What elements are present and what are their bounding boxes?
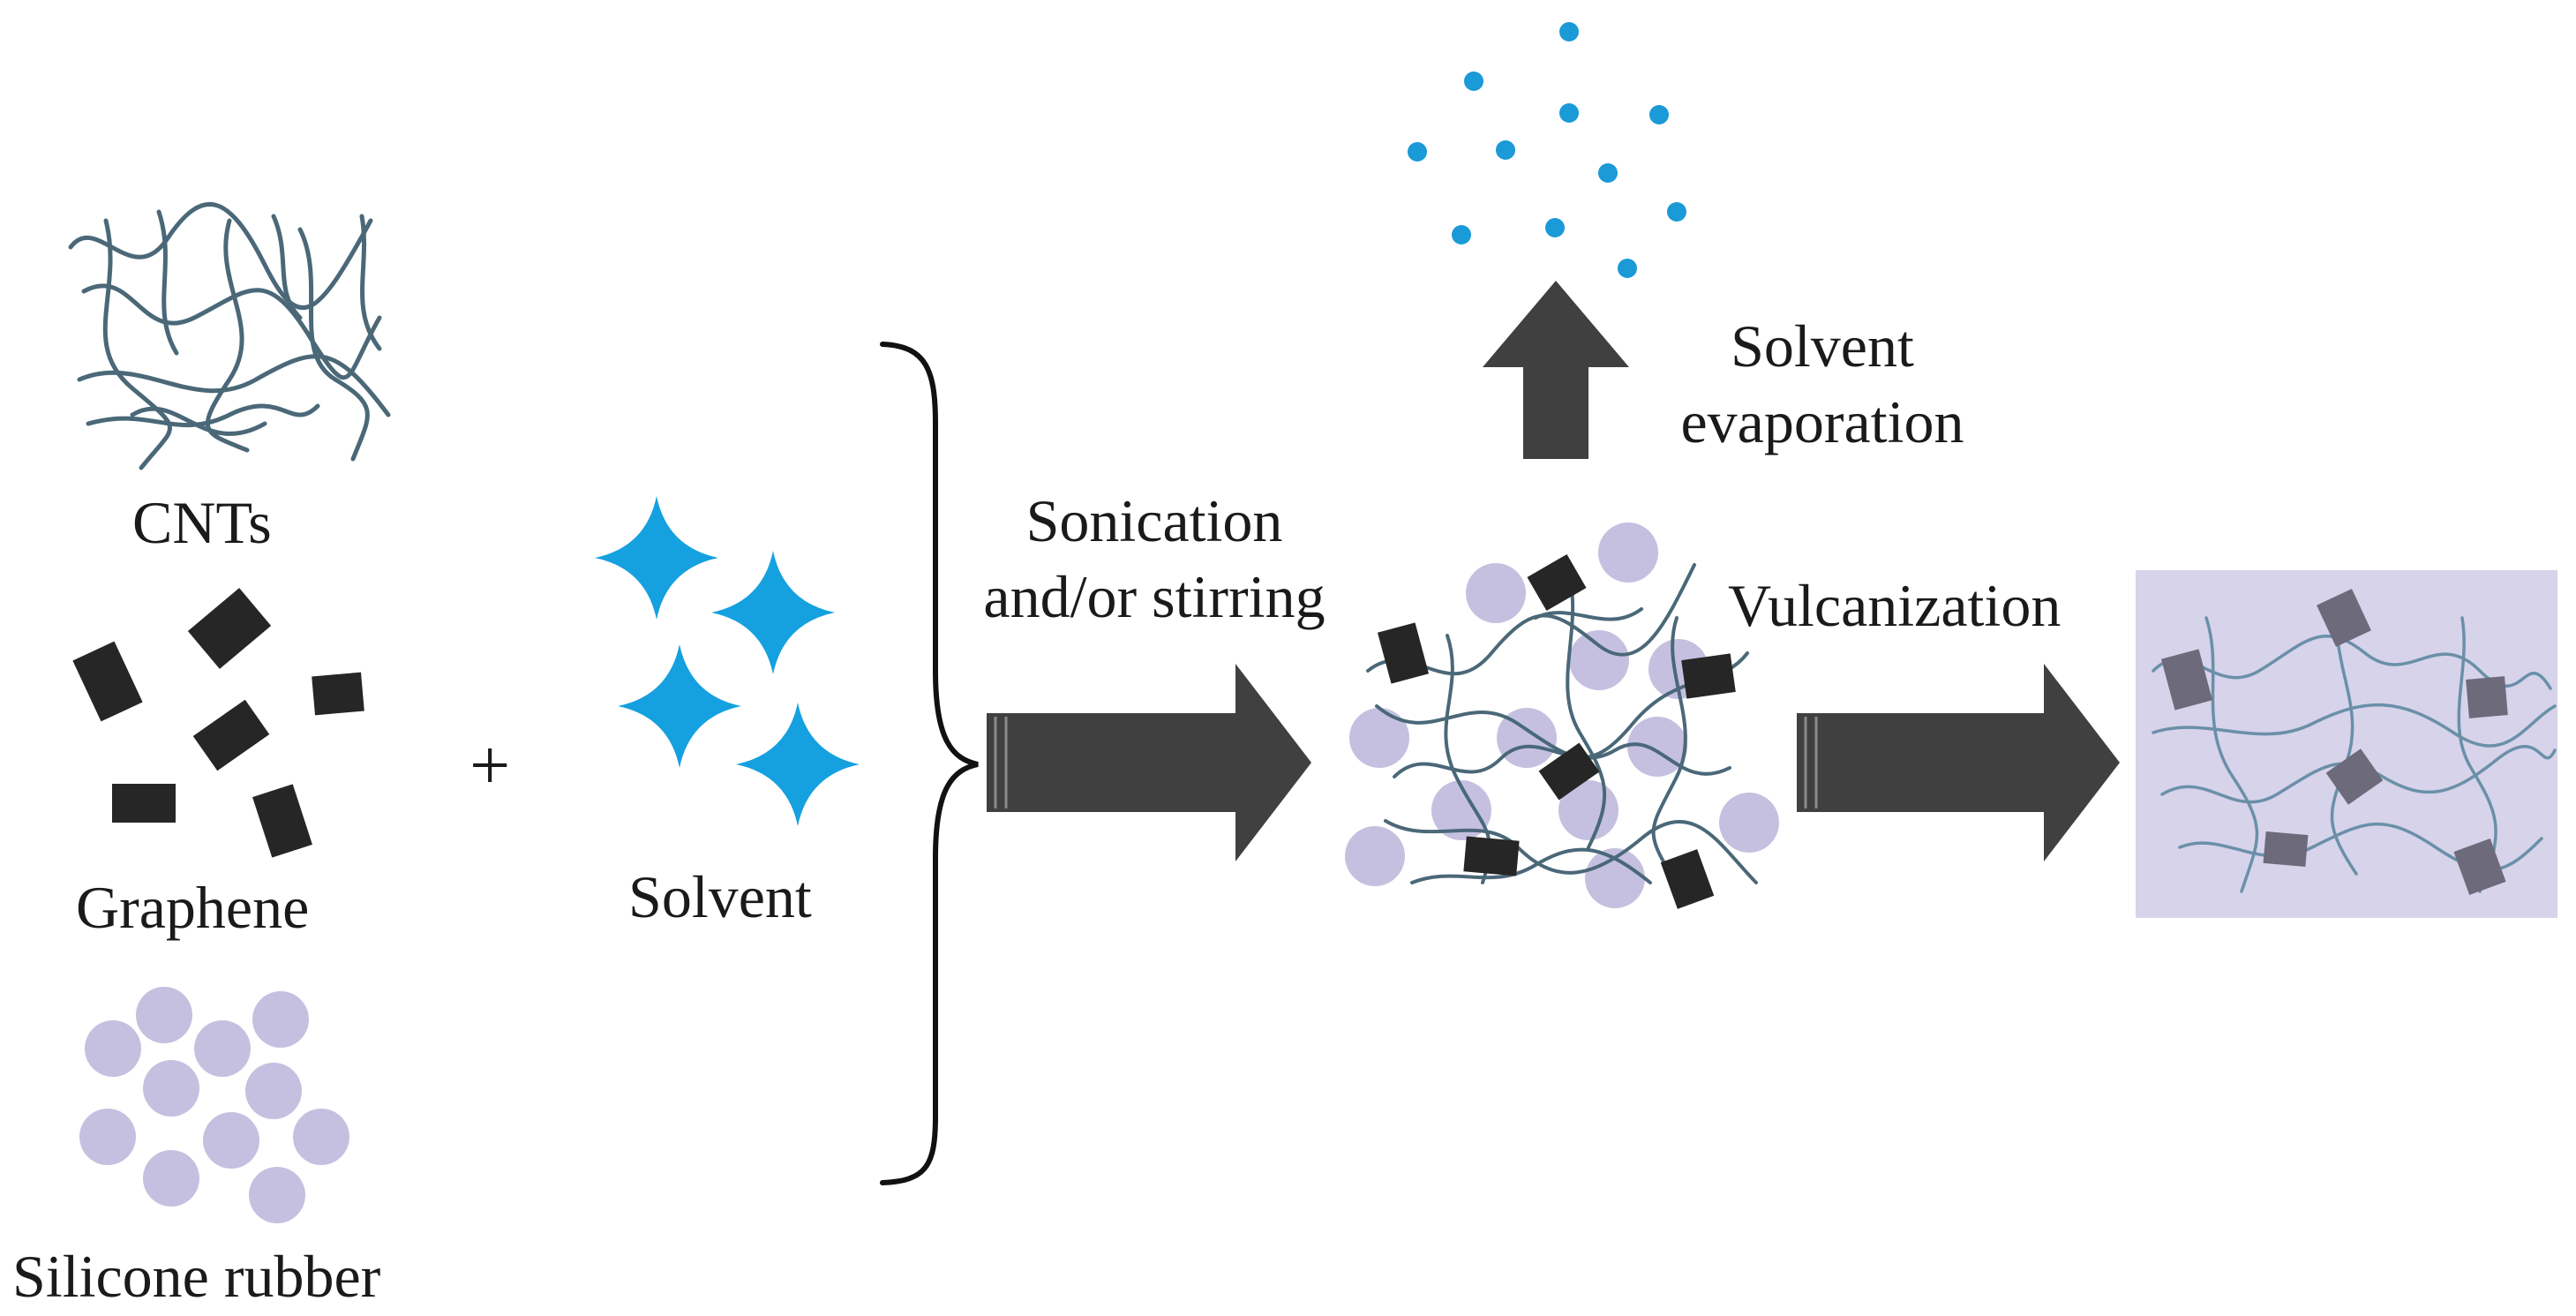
solvent-label: Solvent — [628, 863, 812, 930]
silicone-rubber-illustration — [79, 987, 349, 1223]
evaporation-arrow — [1483, 281, 1629, 459]
cnts-illustration — [68, 201, 391, 470]
composite-illustration — [2136, 570, 2557, 918]
sonication-label-line1: Sonication — [1025, 487, 1283, 554]
evaporation-label-line1: Solvent — [1731, 312, 1914, 380]
vulcanization-label: Vulcanization — [1728, 572, 2062, 639]
plus-sign: + — [469, 725, 511, 805]
silicone-rubber-label: Silicone rubber — [12, 1243, 381, 1310]
cnts-label: CNTs — [132, 489, 272, 556]
mixture-illustration — [1345, 523, 1779, 909]
solvent-droplets — [1408, 22, 1686, 278]
process-arrow-2 — [1797, 664, 2120, 861]
sonication-label-line2: and/or stirring — [983, 563, 1326, 630]
process-arrow-1 — [987, 664, 1311, 861]
graphene-illustration — [72, 588, 364, 858]
graphene-label: Graphene — [76, 874, 310, 941]
solvent-illustration — [595, 496, 860, 826]
evaporation-label-line2: evaporation — [1680, 388, 1964, 455]
curly-brace — [880, 342, 979, 1185]
